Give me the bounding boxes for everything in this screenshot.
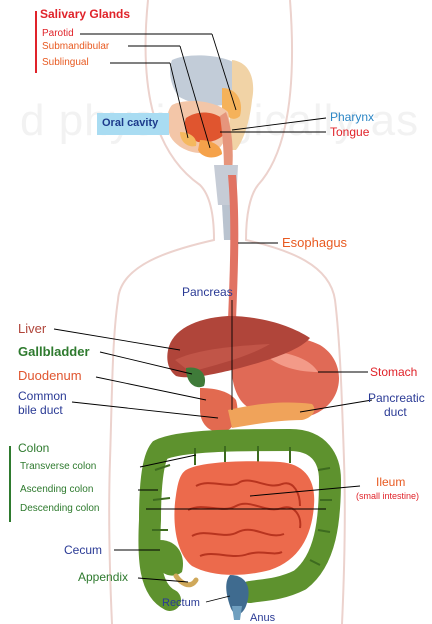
pancreatic-duct-label-1: Pancreatic <box>368 392 425 405</box>
submandibular-label: Submandibular <box>42 41 109 52</box>
appendix-shape <box>176 576 196 585</box>
cecum-label: Cecum <box>64 544 102 557</box>
stomach-label: Stomach <box>370 366 417 379</box>
sublingual-label: Sublingual <box>42 57 89 68</box>
gallbladder-label: Gallbladder <box>18 345 90 359</box>
common-bile-duct-line <box>72 402 218 418</box>
anus-label: Anus <box>250 612 275 624</box>
common-bile-duct-label-1: Common <box>18 390 67 403</box>
tongue-label: Tongue <box>330 126 369 139</box>
salivary-glands-label: Salivary Glands <box>40 8 130 21</box>
duodenum-label: Duodenum <box>18 369 82 383</box>
pancreas-label: Pancreas <box>182 286 233 299</box>
esophagus-label: Esophagus <box>282 236 347 250</box>
colon-label: Colon <box>18 442 49 455</box>
pancreatic-duct-label-2: duct <box>384 406 407 419</box>
parotid-label: Parotid <box>42 28 74 39</box>
small-intestine <box>174 461 314 575</box>
rectum-label: Rectum <box>162 597 200 609</box>
ascending-colon-label: Ascending colon <box>20 484 93 495</box>
rectum-line <box>206 596 230 602</box>
ileum-label: Ileum <box>376 476 405 489</box>
pharynx-label: Pharynx <box>330 111 374 124</box>
transverse-colon-label: Transverse colon <box>20 461 96 472</box>
liver-label: Liver <box>18 322 46 336</box>
salivary-bracket <box>35 11 37 73</box>
descending-colon-label: Descending colon <box>20 503 100 514</box>
small-intestine-label: (small intestine) <box>356 492 419 502</box>
oral-cavity-label: Oral cavity <box>102 117 158 129</box>
anus-shape <box>232 606 242 620</box>
common-bile-duct-label-2: bile duct <box>18 404 63 417</box>
pancreas-shape <box>228 403 314 428</box>
colon-bracket <box>9 446 11 522</box>
appendix-label: Appendix <box>78 571 128 584</box>
